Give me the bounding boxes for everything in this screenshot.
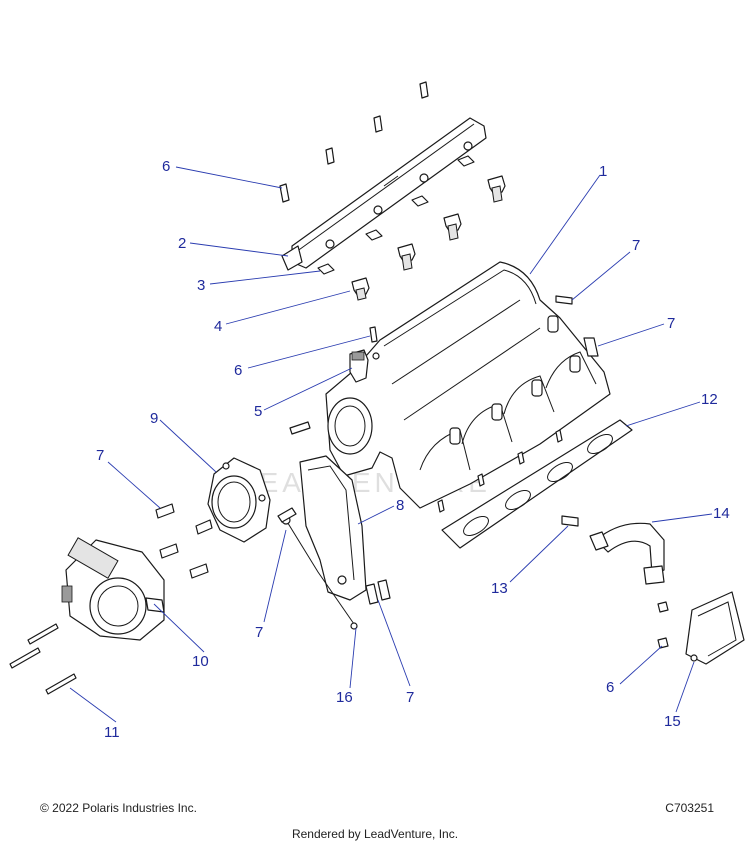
callout-6-top[interactable]: 6 bbox=[162, 158, 170, 175]
callout-4[interactable]: 4 bbox=[214, 318, 222, 335]
callout-5[interactable]: 5 bbox=[254, 403, 262, 420]
callout-7-left[interactable]: 7 bbox=[96, 447, 104, 464]
rendered-by-text: Rendered by LeadVenture, Inc. bbox=[291, 827, 459, 841]
hose-fitting[interactable] bbox=[561, 515, 579, 527]
callout-3[interactable]: 3 bbox=[197, 277, 205, 294]
map-sensor[interactable] bbox=[349, 349, 380, 383]
callout-14[interactable]: 14 bbox=[713, 505, 730, 522]
callout-7-lower-left[interactable]: 7 bbox=[255, 624, 263, 641]
callout-numbers: 1 2 3 4 5 6 6 6 7 7 7 7 7 8 9 10 11 12 1… bbox=[96, 158, 730, 741]
callout-13[interactable]: 13 bbox=[491, 580, 508, 597]
fuel-injectors[interactable] bbox=[351, 175, 506, 301]
access-cover[interactable] bbox=[685, 591, 745, 665]
callout-9[interactable]: 9 bbox=[150, 410, 158, 427]
diagram-code: C703251 bbox=[665, 801, 714, 815]
copyright-text: © 2022 Polaris Industries Inc. bbox=[40, 801, 197, 815]
injector-clips bbox=[317, 155, 475, 275]
bracket-bolts bbox=[277, 507, 391, 605]
callout-7-right[interactable]: 7 bbox=[667, 315, 675, 332]
breather-hose[interactable] bbox=[589, 522, 665, 585]
callout-6-middle[interactable]: 6 bbox=[234, 362, 242, 379]
callout-15[interactable]: 15 bbox=[664, 713, 681, 730]
intake-manifold[interactable] bbox=[325, 261, 611, 513]
intake-gasket[interactable] bbox=[441, 419, 633, 549]
callout-10[interactable]: 10 bbox=[192, 653, 209, 670]
throttle-adapter[interactable] bbox=[207, 457, 271, 543]
adapter-bolts bbox=[155, 503, 213, 579]
support-bracket[interactable] bbox=[299, 455, 367, 601]
callout-12[interactable]: 12 bbox=[701, 391, 718, 408]
throttle-body[interactable] bbox=[61, 537, 165, 641]
callout-6-bottom[interactable]: 6 bbox=[606, 679, 614, 696]
callout-11[interactable]: 11 bbox=[104, 724, 120, 741]
sensor-bolt bbox=[369, 326, 378, 343]
manifold-bolts-right bbox=[289, 295, 599, 435]
callout-7-lower-middle[interactable]: 7 bbox=[406, 689, 414, 706]
rail-bolts bbox=[279, 81, 429, 203]
callout-8[interactable]: 8 bbox=[396, 497, 404, 514]
leader-lines bbox=[69, 166, 713, 723]
callout-7-upper-right[interactable]: 7 bbox=[632, 237, 640, 254]
callout-1[interactable]: 1 bbox=[599, 163, 607, 180]
throttle-long-bolts bbox=[9, 623, 77, 695]
callout-2[interactable]: 2 bbox=[178, 235, 186, 252]
callout-16[interactable]: 16 bbox=[336, 689, 353, 706]
cover-bolts bbox=[657, 601, 669, 649]
fuel-rail[interactable] bbox=[281, 117, 487, 271]
